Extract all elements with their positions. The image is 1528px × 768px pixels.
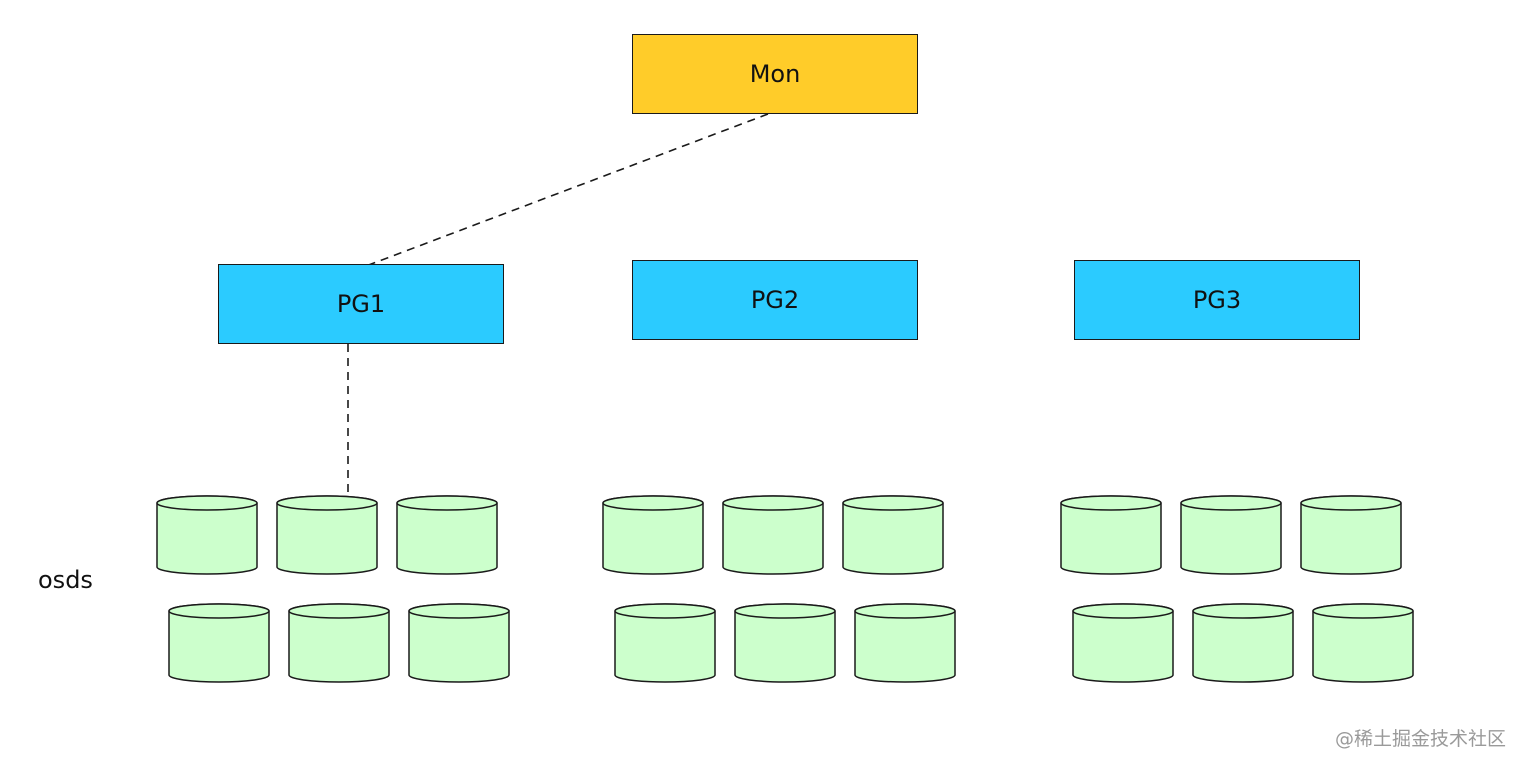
osd-disk-icon <box>602 495 704 575</box>
osd-disk-icon <box>168 603 270 683</box>
pg3-node: PG3 <box>1074 260 1360 340</box>
watermark: @稀土掘金技术社区 <box>1334 728 1506 750</box>
pg1-node: PG1 <box>218 264 504 344</box>
osd-disk-icon <box>408 603 510 683</box>
osd-disk-icon <box>1060 495 1162 575</box>
osd-disk-icon <box>288 603 390 683</box>
osd-disk-icon <box>1192 603 1294 683</box>
osd-disk-icon <box>156 495 258 575</box>
osds-label: osds <box>38 566 93 594</box>
osd-disk-icon <box>276 495 378 575</box>
osd-disk-icon <box>734 603 836 683</box>
pg3-label: PG3 <box>1192 286 1242 314</box>
mon-node: Mon <box>632 34 918 114</box>
osd-disk-icon <box>854 603 956 683</box>
pg1-label: PG1 <box>336 290 386 318</box>
osd-disk-icon <box>614 603 716 683</box>
osd-disk-icon <box>1180 495 1282 575</box>
mon-label: Mon <box>749 60 801 88</box>
osd-disk-icon <box>842 495 944 575</box>
pg2-label: PG2 <box>750 286 800 314</box>
mon-pg1-dashed-link <box>365 113 769 267</box>
osd-disk-icon <box>1312 603 1414 683</box>
osd-disk-icon <box>396 495 498 575</box>
pg2-node: PG2 <box>632 260 918 340</box>
osd-disk-icon <box>1072 603 1174 683</box>
osd-disk-icon <box>1300 495 1402 575</box>
osd-disk-icon <box>722 495 824 575</box>
